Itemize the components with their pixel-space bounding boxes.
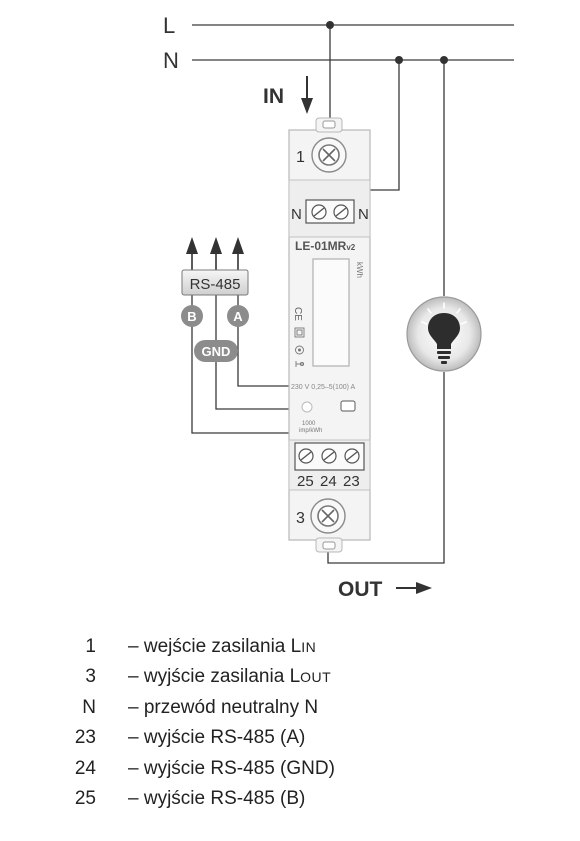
terminal-1-screw <box>311 137 347 173</box>
out-label: OUT <box>338 578 383 601</box>
terminal-23-label: 23 <box>343 473 360 490</box>
meter-model: LE-01MRv2 <box>295 239 356 253</box>
meter-display <box>312 258 350 367</box>
rs485-title: RS-485 <box>190 276 241 293</box>
line-l-label: L <box>163 13 175 38</box>
rs485-arrows <box>186 237 244 271</box>
terminal-25-label: 25 <box>297 473 314 490</box>
legend-desc: – wejście zasilania LIN <box>128 636 317 657</box>
terminal-n-right-label: N <box>358 206 369 223</box>
wire-bulb-to-out <box>327 372 445 564</box>
rs485-terminal-screws <box>298 448 360 464</box>
wiring-diagram: L N IN <box>163 13 514 601</box>
energy-meter: 1 N N LE-01MRv2 kWh CE <box>288 117 371 553</box>
terminal-3-screw <box>310 498 346 534</box>
double-insulation-icon <box>294 327 305 338</box>
legend-row: 25 – wyjście RS-485 (B) <box>0 788 580 816</box>
legend-num: N <box>82 697 96 718</box>
pulse-output-icon <box>295 361 305 367</box>
rs485-gnd-label: GND <box>202 344 231 359</box>
line-n-label: N <box>163 48 179 73</box>
legend-num: 1 <box>85 636 96 657</box>
terminal-1-label: 1 <box>296 149 305 166</box>
ce-mark: CE <box>292 307 303 321</box>
legend-desc: – wyjście RS-485 (B) <box>128 788 306 809</box>
terminal-n-screws <box>311 204 349 220</box>
rs485-connector: RS-485 B A GND <box>181 237 249 362</box>
terminal-n-left-label: N <box>291 206 302 223</box>
legend-desc: – wyjście zasilania LOUT <box>128 666 332 687</box>
legend-row: N – przewód neutralny N <box>0 697 580 725</box>
legend-row: 23 – wyjście RS-485 (A) <box>0 727 580 755</box>
legend-desc: – wyjście RS-485 (GND) <box>128 758 335 779</box>
out-arrow <box>396 582 432 594</box>
legend-row: 24 – wyjście RS-485 (GND) <box>0 758 580 786</box>
legend-num: 3 <box>85 666 96 687</box>
in-label: IN <box>263 85 284 108</box>
rs485-gnd-badge <box>194 340 238 362</box>
approval-icon <box>295 345 304 355</box>
legend-row: 1 – wejście zasilania LIN <box>0 636 580 664</box>
meter-button[interactable] <box>340 400 356 412</box>
meter-imp-value: 1000 <box>302 421 316 427</box>
rs485-b-badge <box>181 305 203 327</box>
rs485-a-label: A <box>233 309 243 324</box>
rs485-box <box>181 269 249 296</box>
supply-lines <box>192 24 514 61</box>
meter-unit: kWh <box>355 262 364 278</box>
meter-spec: 230 V 0,25–5(100) A <box>291 384 356 391</box>
legend-num: 25 <box>74 788 96 809</box>
legend-row: 3 – wyjście zasilania LOUT <box>0 666 580 694</box>
bulb-icon <box>406 296 482 372</box>
terminal-3-label: 3 <box>296 510 305 527</box>
legend-num: 23 <box>74 727 96 748</box>
terminal-24-label: 24 <box>320 473 337 490</box>
junctions <box>326 21 448 64</box>
legend-desc: – przewód neutralny N <box>128 697 319 718</box>
legend-desc: – wyjście RS-485 (A) <box>128 727 306 748</box>
pulse-led <box>301 401 313 413</box>
rs485-a-badge <box>227 305 249 327</box>
legend-num: 24 <box>74 758 96 779</box>
meter-imp-unit: imp/kWh <box>299 428 322 434</box>
in-arrow <box>301 76 313 114</box>
rs485-b-label: B <box>187 309 196 324</box>
